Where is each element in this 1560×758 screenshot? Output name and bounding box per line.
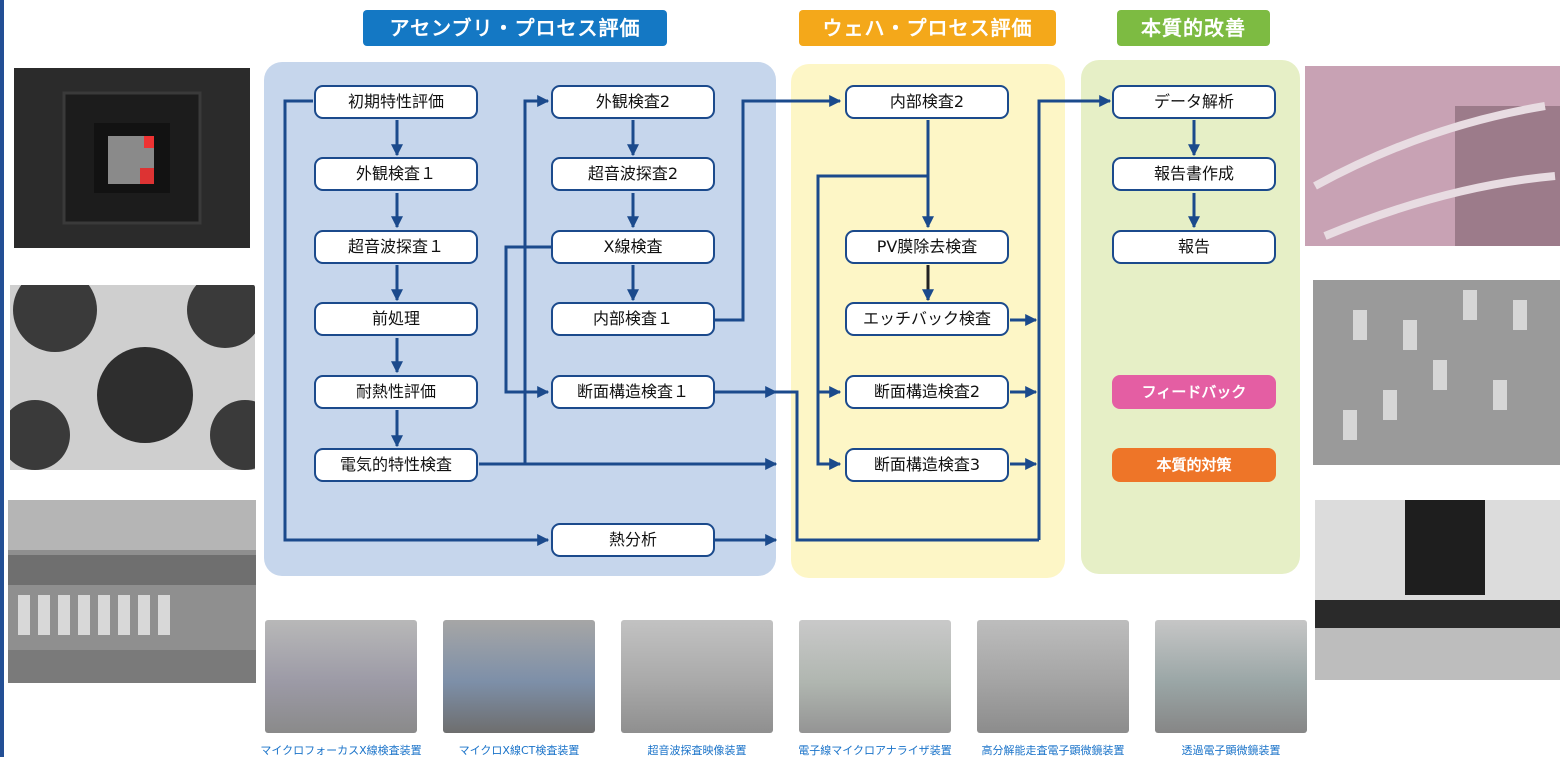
caption-ultrasonic-imaging: 超音波探査映像装置	[647, 744, 747, 757]
caption-micro-xray-ct: マイクロX線CT検査装置	[458, 744, 580, 757]
step-ultrasonic-1: 超音波探査１	[314, 230, 478, 264]
high-resolution-sem-photo	[977, 620, 1129, 733]
caption-microfocus-xray: マイクロフォーカスX線検査装置	[260, 744, 422, 757]
feedback-badge: フィードバック	[1112, 375, 1276, 409]
step-cross-section-3: 断面構造検査3	[845, 448, 1009, 482]
step-report: 報告	[1112, 230, 1276, 264]
pillar-structure-sem-photo	[1313, 280, 1560, 465]
left-edge-bar	[0, 0, 4, 757]
step-etch-back: エッチバック検査	[845, 302, 1009, 336]
step-report-writing: 報告書作成	[1112, 157, 1276, 191]
caption-tem: 透過電子顕微鏡装置	[1181, 744, 1281, 757]
improvement-header: 本質的改善	[1117, 10, 1270, 46]
step-internal-inspection-1: 内部検査１	[551, 302, 715, 336]
step-data-analysis: データ解析	[1112, 85, 1276, 119]
step-heat-resistance: 耐熱性評価	[314, 375, 478, 409]
step-thermal-analysis: 熱分析	[551, 523, 715, 557]
step-preprocessing: 前処理	[314, 302, 478, 336]
ultrasonic-imaging-equipment-photo	[621, 620, 773, 733]
tem-equipment-photo	[1155, 620, 1307, 733]
step-internal-inspection-2: 内部検査2	[845, 85, 1009, 119]
chip-micrograph-photo	[14, 68, 250, 248]
step-visual-inspection-1: 外観検査１	[314, 157, 478, 191]
step-ultrasonic-2: 超音波探査2	[551, 157, 715, 191]
step-cross-section-1: 断面構造検査１	[551, 375, 715, 409]
wire-bond-sem-photo	[1305, 66, 1560, 246]
step-xray: X線検査	[551, 230, 715, 264]
electron-probe-microanalyzer-photo	[799, 620, 951, 733]
step-electrical-characteristic: 電気的特性検査	[314, 448, 478, 482]
caption-electron-probe: 電子線マイクロアナライザ装置	[798, 744, 952, 757]
micro-xray-ct-equipment-photo	[443, 620, 595, 733]
solder-ball-photo	[0, 268, 280, 470]
step-cross-section-2: 断面構造検査2	[845, 375, 1009, 409]
step-visual-inspection-2: 外観検査2	[551, 85, 715, 119]
assembly-header: アセンブリ・プロセス評価	[363, 10, 667, 46]
cross-section-sem-photo	[8, 500, 256, 683]
caption-high-res-sem: 高分解能走査電子顕微鏡装置	[981, 744, 1125, 757]
countermeasure-badge: 本質的対策	[1112, 448, 1276, 482]
tem-cross-section-photo	[1315, 500, 1560, 680]
microfocus-xray-equipment-photo	[265, 620, 417, 733]
step-initial-characteristic: 初期特性評価	[314, 85, 478, 119]
wafer-header: ウェハ・プロセス評価	[799, 10, 1056, 46]
step-pv-film-removal: PV膜除去検査	[845, 230, 1009, 264]
